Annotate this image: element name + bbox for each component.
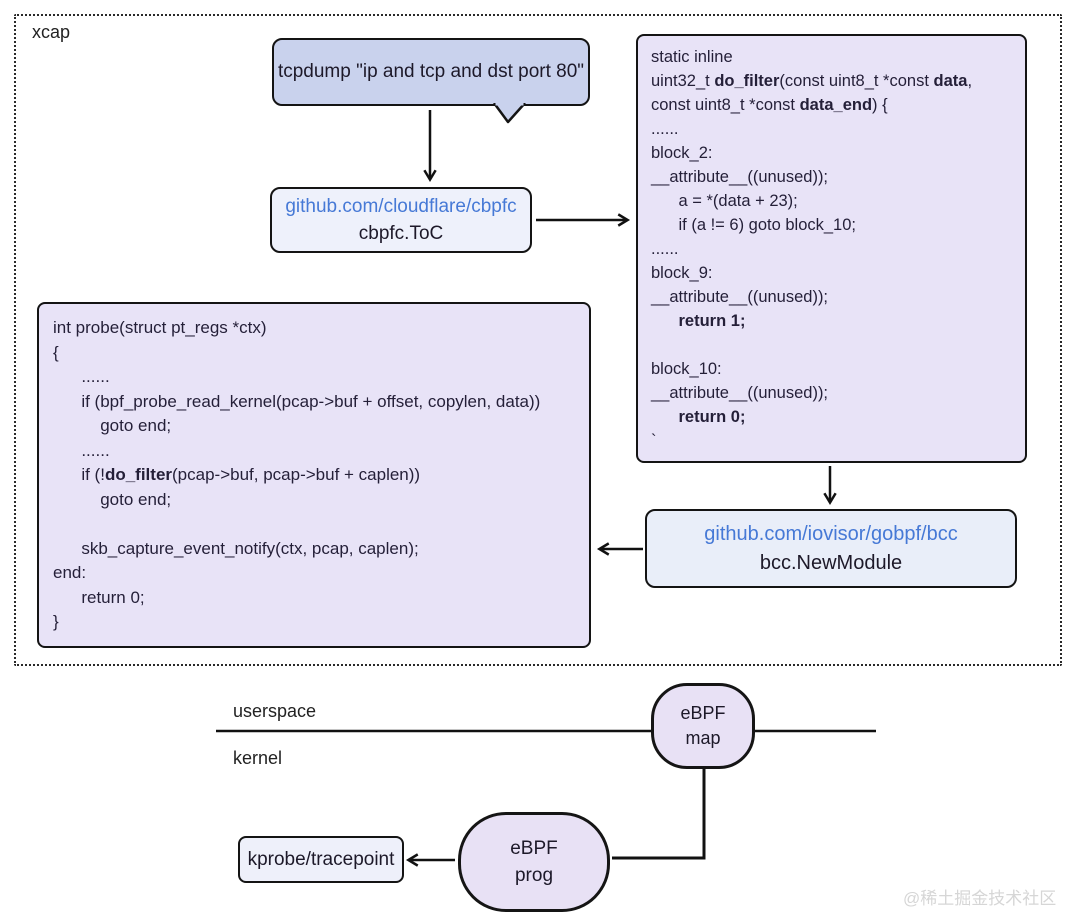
kprobe-tracepoint-label: kprobe/tracepoint bbox=[247, 848, 395, 870]
ebpf-prog-line1: eBPF bbox=[510, 838, 558, 859]
ebpf-prog-line2: prog bbox=[514, 865, 554, 886]
watermark: @稀土掘金技术社区 bbox=[903, 889, 1057, 908]
xcap-boundary-box: xcap bbox=[14, 14, 1062, 666]
tcpdump-callout-text: tcpdump "ip and tcp and dst port 80" bbox=[277, 61, 585, 82]
connector-map-to-prog bbox=[612, 768, 706, 860]
ebpf-map-node: eBPF map bbox=[651, 683, 755, 769]
kernel-label: kernel bbox=[233, 748, 283, 768]
kprobe-tracepoint-node: kprobe/tracepoint bbox=[238, 836, 404, 883]
ebpf-map-line1: eBPF bbox=[680, 703, 726, 723]
gobpf-link[interactable]: github.com/iovisor/gobpf/bcc bbox=[704, 522, 958, 545]
xcap-label: xcap bbox=[32, 22, 71, 42]
userspace-label: userspace bbox=[233, 701, 317, 721]
cbpfc-link[interactable]: github.com/cloudflare/cbpfc bbox=[285, 196, 517, 217]
gobpf-node: github.com/iovisor/gobpf/bcc bcc.NewModu… bbox=[645, 509, 1017, 588]
callout-tail bbox=[492, 103, 526, 124]
gobpf-caption: bcc.NewModule bbox=[759, 551, 903, 574]
tcpdump-callout: tcpdump "ip and tcp and dst port 80" bbox=[272, 38, 590, 106]
cbpfc-node: github.com/cloudflare/cbpfc cbpfc.ToC bbox=[270, 187, 532, 253]
cbpfc-caption: cbpfc.ToC bbox=[358, 223, 444, 244]
ebpf-map-line2: map bbox=[685, 728, 721, 748]
ebpf-prog-node: eBPF prog bbox=[458, 812, 610, 912]
probe-code-block: int probe(struct pt_regs *ctx){ ...... i… bbox=[37, 302, 591, 648]
